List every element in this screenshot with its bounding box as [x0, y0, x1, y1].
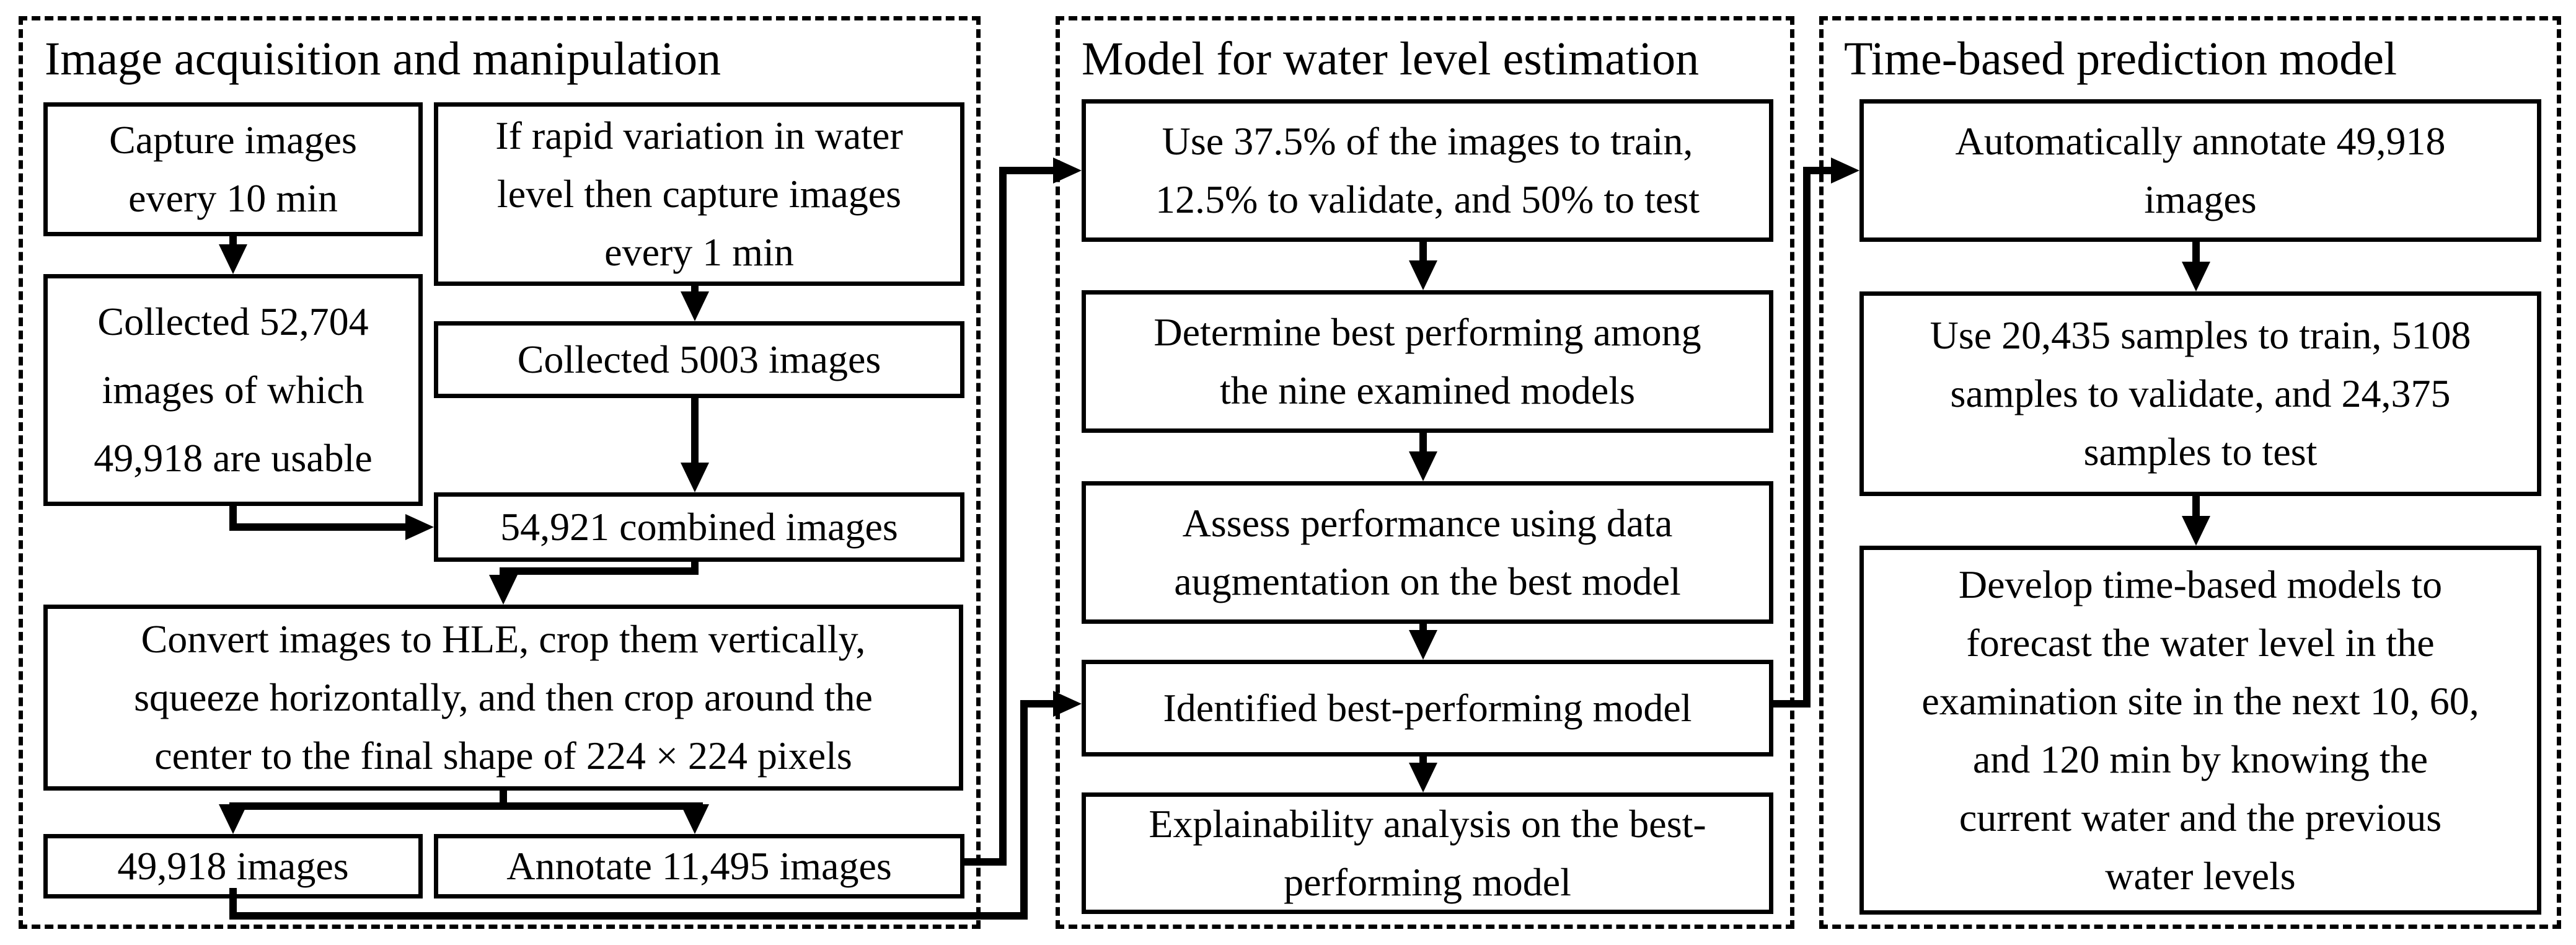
arrow-assess-to-identified-head [1409, 630, 1437, 660]
flow-box-determine-best: Determine best performing among the nine… [1082, 290, 1773, 433]
arrow-samples-to-develop-head [2182, 516, 2210, 546]
arrow-capture-to-collected-head [219, 244, 247, 274]
connector-49918-up-vertical [1020, 700, 1028, 920]
flow-box-assess-augmentation: Assess performance using data augmentati… [1082, 481, 1773, 624]
flow-box-samples-split: Use 20,435 samples to train, 5108 sample… [1859, 291, 2541, 496]
flow-box-identified-best: Identified best-performing model [1082, 660, 1773, 756]
flow-box-capture-images: Capture images every 10 min [43, 102, 423, 236]
flow-box-train-split: Use 37.5% of the images to train, 12.5% … [1082, 99, 1773, 242]
arrow-determine-to-assess-head [1409, 451, 1437, 481]
arrow-annotate-to-samples-head [2182, 262, 2210, 291]
connector-tsplit-left-head [219, 804, 247, 834]
connector-combined-to-convert-head [489, 575, 518, 605]
connector-combined-to-convert-horizontal [500, 567, 699, 575]
connector-identified-in-head [1831, 158, 1859, 184]
arrow-capture-to-collected-stem [229, 232, 237, 247]
connector-identified-in-horizontal [1803, 167, 1832, 174]
panel-time-based-model [1819, 16, 2561, 929]
arrow-identified-to-explain-stem [1419, 752, 1427, 765]
arrow-determine-to-assess-stem [1419, 428, 1427, 453]
arrow-samples-to-develop-stem [2192, 492, 2200, 518]
connector-annotate-in-head [1053, 158, 1082, 184]
connector-49918-down-vertical [229, 888, 237, 920]
panel-title-water-level-model: Model for water level estimation [1082, 33, 1700, 85]
arrow-rapid-to-5003-head [681, 291, 709, 321]
flow-box-combined-54921: 54,921 combined images [434, 492, 964, 562]
panel-title-image-acquisition: Image acquisition and manipulation [45, 33, 721, 85]
flow-box-convert-images: Convert images to HLE, crop them vertica… [43, 605, 963, 791]
connector-annotate-up-vertical [999, 167, 1007, 866]
connector-52704-to-combined-horizontal [229, 523, 407, 531]
arrow-assess-to-identified-stem [1419, 619, 1427, 632]
flow-box-collected-52704: Collected 52,704 images of which 49,918 … [43, 274, 423, 506]
connector-identified-out-horizontal [1769, 700, 1811, 708]
flow-box-rapid-variation: If rapid variation in water level then c… [434, 102, 964, 286]
arrow-5003-to-combined-head [681, 463, 709, 492]
arrow-split-to-determine-head [1409, 260, 1437, 290]
connector-convert-tsplit-bar [229, 802, 703, 810]
flow-box-auto-annotate: Automatically annotate 49,918 images [1859, 99, 2541, 242]
connector-49918-in-horizontal [1020, 700, 1054, 708]
connector-annotate-in-horizontal [999, 167, 1054, 174]
arrow-5003-to-combined-stem [691, 394, 699, 464]
flow-box-images-49918: 49,918 images [43, 834, 423, 898]
connector-49918-in-head [1053, 691, 1082, 717]
connector-49918-bottom-horizontal [229, 912, 1028, 920]
panel-water-level-model [1056, 16, 1794, 929]
flow-box-develop-models: Develop time-based models to forecast th… [1859, 546, 2541, 915]
arrow-identified-to-explain-head [1409, 763, 1437, 792]
flow-box-explainability: Explainability analysis on the best- per… [1082, 792, 1773, 914]
arrow-annotate-to-samples-stem [2192, 237, 2200, 262]
arrow-split-to-determine-stem [1419, 237, 1427, 262]
panel-image-acquisition [19, 16, 981, 929]
connector-annotate-out-horizontal [960, 858, 1007, 866]
connector-identified-up-vertical [1803, 167, 1811, 708]
flow-box-annotate-11495: Annotate 11,495 images [434, 834, 964, 898]
panel-title-time-based-model: Time-based prediction model [1844, 33, 2397, 85]
connector-tsplit-right-head [681, 804, 709, 834]
connector-52704-to-combined-head [405, 514, 434, 540]
flow-box-collected-5003: Collected 5003 images [434, 321, 964, 398]
